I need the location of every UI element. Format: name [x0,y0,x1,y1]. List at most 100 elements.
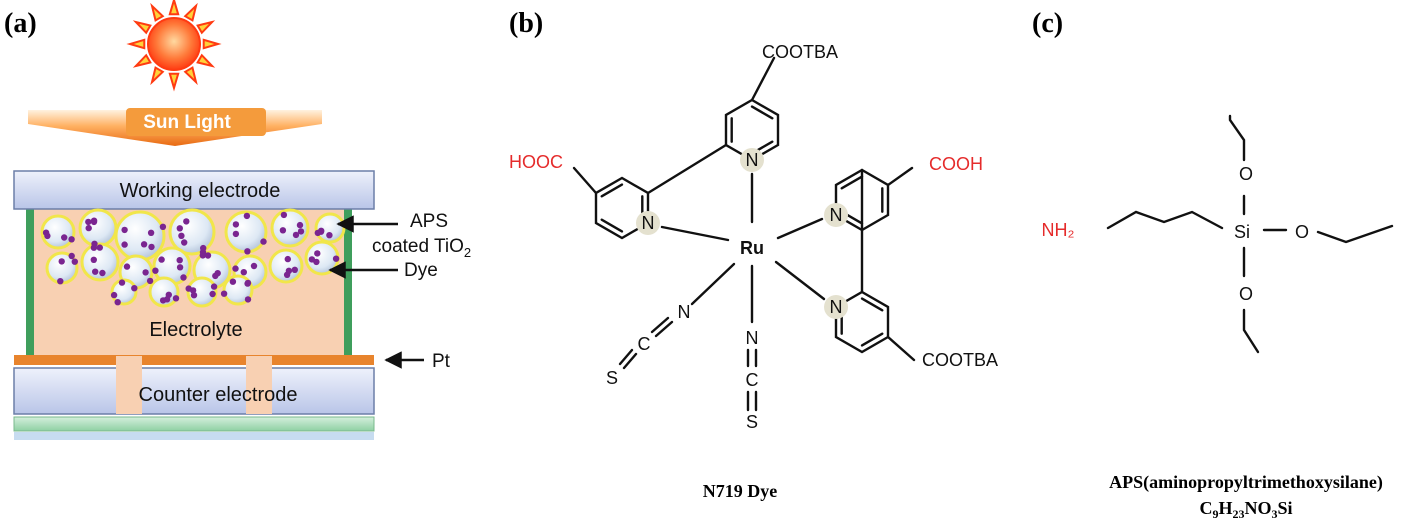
carboxyl-bond-bottom [886,335,916,362]
dye-molecule [176,257,183,264]
dye-molecule [152,267,159,274]
methoxy-top [1228,114,1246,162]
group-cooh: COOH [929,154,983,174]
dye-molecule [142,269,149,276]
ruthenium-atom: Ru [740,238,764,258]
dye-molecule [232,230,240,238]
methoxy-right [1316,224,1394,244]
sun-ray [132,20,152,35]
dye-molecule [176,225,183,232]
dye-molecule [240,269,247,276]
sun-ray [150,2,165,22]
n719-caption: N719 Dye [703,481,778,501]
ncs1-double-bond-b [622,352,638,370]
bipyridine-bond-upper [646,143,728,195]
sunlight-arrow: Sun Light [28,108,322,146]
dye-molecule [57,278,64,285]
sun-ray [132,53,152,68]
sun-ray [126,38,146,50]
left-wall [26,208,34,358]
ncs1-sulfur: S [606,368,618,388]
tio2-particle [80,242,120,282]
dye-molecule [85,218,92,226]
ncs1-carbon: C [638,334,651,354]
tio2-particle-layer [40,208,346,308]
propyl-chain [1106,210,1224,230]
dye-molecule [279,227,287,234]
nitrogen-right: N [830,205,843,225]
dye-molecule [229,278,237,285]
dye-molecule [243,212,251,220]
dye-molecule [159,223,167,230]
group-cootba-bottom: COOTBA [922,350,998,370]
group-cootba-top: COOTBA [762,42,838,62]
dye-molecule [110,291,118,299]
ru-n-bond-right [776,217,824,240]
sun-ray [168,0,180,16]
ncs1-triple-bond [654,320,674,338]
bottom-substrate [13,416,375,432]
dye-molecule [68,252,75,260]
ru-n-bond-lower [774,260,826,301]
amine-group: NH₂ [1042,220,1075,240]
ru-ncs-bond-1 [690,262,736,306]
dye-molecule [260,238,267,245]
dye-molecule [121,226,128,234]
dye-molecule [85,224,92,232]
dye-molecule [189,287,197,294]
electrolyte-label: Electrolyte [149,319,242,341]
electrolyte-hole-right [246,356,272,414]
sun-ray [196,53,216,68]
panel-a-cell-diagram: (a) Sun Light Working electrode Electrol… [4,0,471,440]
dye-molecule [308,256,316,263]
dye-molecule [158,256,165,263]
dye-molecule [285,267,293,274]
dye-molecule [90,244,98,251]
dye-molecule [68,236,75,243]
dye-molecule [44,232,51,240]
dye-molecule [140,241,148,248]
ncs2-sulfur: S [746,412,758,432]
sun-icon [126,0,222,92]
dye-molecule [99,269,106,277]
panel-label-b: (b) [509,8,543,39]
dye-molecule [123,263,131,270]
dye-molecule [178,232,185,239]
aps-caption: APS(aminopropyltrimethoxysilane) [1109,472,1383,493]
sun-rays [126,0,222,92]
nitrogen-left-halo [635,211,660,235]
tio2-particle [186,276,218,308]
dye-molecule [90,256,98,263]
dye-molecule [180,274,187,281]
dye-molecule [147,229,155,236]
dye-molecule [244,280,251,287]
electrolyte-hole-left [116,356,142,414]
dye-molecule [214,270,221,277]
ncs2-nitrogen: N [746,328,759,348]
dye-molecule [181,239,188,246]
carboxyl-bond-left [572,166,598,195]
oxygen-bottom: O [1239,284,1253,304]
sun-ray [150,66,165,86]
nitrogen-right-halo [824,203,849,227]
panel-label-a: (a) [4,8,37,39]
dye-molecule [200,244,207,252]
ncs1-triple-bond-b [650,316,670,334]
sun-ray [168,72,180,92]
dye-molecule [332,255,340,262]
dye-molecule [92,268,99,275]
dye-molecule [163,296,171,303]
methoxy-bottom [1242,308,1260,354]
dye-molecule [314,250,321,257]
ncs1-double-bond [618,348,634,366]
dye-molecule [209,290,216,298]
tio2-particle [110,278,138,306]
counter-electrode [13,367,375,415]
dye-molecule [183,218,190,225]
aps-formula: C9H23NO3Si [1199,498,1292,521]
right-wall [344,208,352,358]
dye-molecule [71,258,79,265]
carboxyl-bond-top [750,56,776,102]
